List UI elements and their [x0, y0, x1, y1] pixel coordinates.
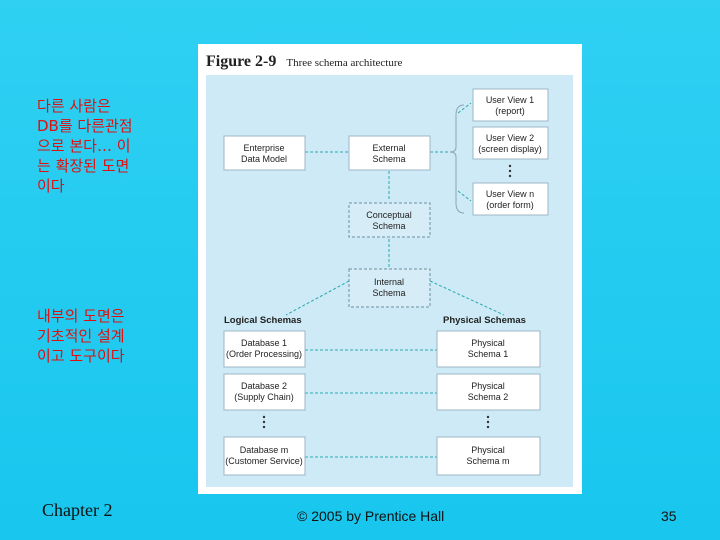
note-line: 이다 [37, 177, 65, 195]
box-label: (Order Processing) [226, 349, 302, 359]
ellipsis-dot [262, 420, 266, 424]
annotation-external-views: 다른 사람은 DB를 다른관점 으로 본다… 이 는 확장된 도면 이다 [37, 96, 187, 196]
arrow-internal-logical [285, 280, 350, 316]
ellipsis-dot [508, 164, 512, 168]
physical-schema-m-box: Physical Schema m [436, 436, 541, 476]
note-line: 기초적인 설계 [37, 327, 125, 345]
chapter-label: Chapter 2 [42, 500, 113, 520]
note-line: 는 확장된 도면 [37, 157, 130, 175]
note-line: DB를 다른관점 [37, 117, 133, 135]
ellipsis-dot [486, 425, 490, 429]
physical-schema-1-box: Physical Schema 1 [436, 330, 541, 368]
box-label: Database 2 [241, 381, 287, 391]
enterprise-data-model-box: Enterprise Data Model [223, 135, 306, 171]
box-label: Physical [471, 445, 505, 455]
box-label: User View 2 [486, 133, 534, 143]
box-label: Data Model [241, 154, 287, 164]
schema-diagram: Enterprise Data Model External Schema Us… [223, 88, 549, 476]
ellipsis-dot [486, 415, 490, 419]
figure-title: Figure 2-9 Three schema architecture [206, 53, 402, 71]
user-views-brace [449, 104, 465, 214]
box-label: Internal [374, 277, 404, 287]
arrow-internal-physical [429, 280, 505, 316]
box-label: (Customer Service) [225, 456, 303, 466]
box-label: External [372, 143, 405, 153]
figure-three-schema: Figure 2-9 Three schema architecture Ent… [198, 44, 582, 494]
copyright-notice: © 2005 by Prentice Hall [297, 508, 445, 524]
box-label: Enterprise [243, 143, 284, 153]
box-label: Schema 1 [468, 349, 509, 359]
box-label: (Supply Chain) [234, 392, 294, 402]
user-view-1-box: User View 1 (report) [472, 88, 549, 122]
note-line: 내부의 도면은 [37, 307, 125, 325]
note-line: 이고 도구이다 [37, 347, 125, 365]
logical-schemas-heading: Logical Schemas [224, 315, 302, 326]
conceptual-schema-box: Conceptual Schema [348, 202, 431, 238]
figure-number: Figure 2-9 [206, 53, 277, 70]
box-label: Physical [471, 381, 505, 391]
page-number: 35 [661, 508, 677, 524]
box-label: Schema m [466, 456, 509, 466]
box-label: Conceptual [366, 210, 412, 220]
user-view-n-box: User View n (order form) [472, 182, 549, 216]
ellipsis-dot [508, 169, 512, 173]
box-label: User View 1 [486, 95, 534, 105]
figure-caption: Three schema architecture [286, 57, 403, 69]
ellipsis-dot [486, 420, 490, 424]
box-label: Schema [372, 221, 405, 231]
box-label: Physical [471, 338, 505, 348]
physical-schema-2-box: Physical Schema 2 [436, 373, 541, 411]
database-1-box: Database 1 (Order Processing) [223, 330, 306, 368]
note-line: 다른 사람은 [37, 97, 111, 115]
physical-schemas-heading: Physical Schemas [443, 315, 526, 326]
internal-schema-box: Internal Schema [348, 268, 431, 308]
box-label: User View n [486, 189, 534, 199]
ellipsis-dot [508, 174, 512, 178]
box-label: Database m [240, 445, 289, 455]
arrow-usern [457, 190, 472, 202]
external-schema-box: External Schema [348, 135, 431, 171]
box-label: Database 1 [241, 338, 287, 348]
ellipsis-dot [262, 425, 266, 429]
database-2-box: Database 2 (Supply Chain) [223, 373, 306, 411]
arrow-user1 [457, 102, 472, 114]
box-label: Schema [372, 288, 405, 298]
ellipsis-dot [262, 415, 266, 419]
user-view-2-box: User View 2 (screen display) [472, 126, 549, 160]
box-label: (screen display) [478, 144, 542, 154]
box-label: Schema [372, 154, 405, 164]
box-label: Schema 2 [468, 392, 509, 402]
box-label: (order form) [486, 200, 534, 210]
diagram-panel: Enterprise Data Model External Schema Us… [206, 75, 573, 487]
note-line: 으로 본다… 이 [37, 137, 131, 155]
box-label: (report) [495, 106, 525, 116]
database-m-box: Database m (Customer Service) [223, 436, 306, 476]
annotation-internal-view: 내부의 도면은 기초적인 설계 이고 도구이다 [37, 306, 187, 366]
